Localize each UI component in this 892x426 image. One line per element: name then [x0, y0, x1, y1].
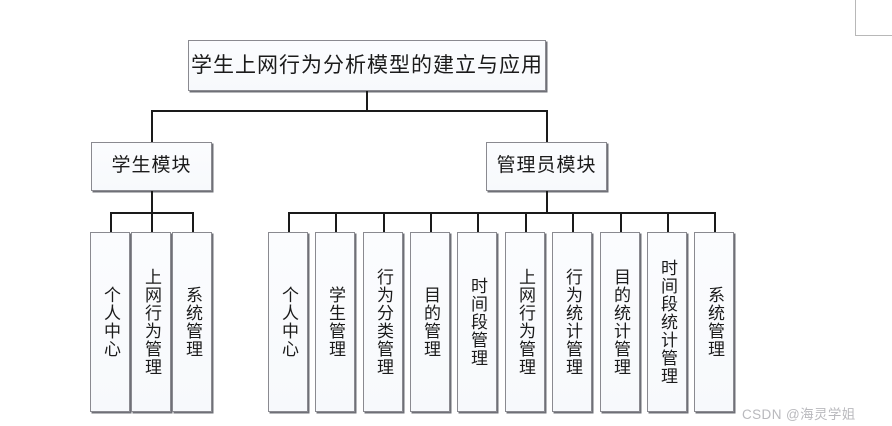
- connector-admin-leaf-drop-1: [335, 212, 337, 232]
- connector-admin-leaf-drop-0: [288, 212, 290, 232]
- connector-admin-leaf-drop-2: [383, 212, 385, 232]
- node-leaf-admin-0-label: 个人中心: [279, 286, 299, 358]
- node-leaf-admin-6[interactable]: 行为统计管理: [552, 232, 592, 412]
- node-leaf-student-0[interactable]: 个人中心: [90, 232, 130, 412]
- page-corner-marker: [855, 0, 892, 36]
- node-leaf-admin-2-label: 行为分类管理: [374, 268, 394, 376]
- node-leaf-admin-0[interactable]: 个人中心: [268, 232, 308, 412]
- node-leaf-admin-9[interactable]: 系统管理: [694, 232, 734, 412]
- node-leaf-student-1[interactable]: 上网行为管理: [131, 232, 171, 412]
- node-leaf-admin-1-label: 学生管理: [326, 286, 346, 358]
- node-leaf-admin-4[interactable]: 时间段管理: [457, 232, 497, 412]
- watermark: CSDN @海灵学姐: [742, 407, 856, 422]
- node-leaf-student-0-label: 个人中心: [101, 286, 121, 358]
- node-leaf-admin-9-label: 系统管理: [705, 286, 725, 358]
- connector-admin-drop: [546, 191, 548, 213]
- connector-admin-bus: [288, 212, 715, 214]
- node-student-module[interactable]: 学生模块: [91, 142, 212, 191]
- connector-student-leaf-drop-1: [151, 212, 153, 232]
- connector-admin-leaf-drop-4: [477, 212, 479, 232]
- connector-root-drop: [366, 91, 368, 111]
- connector-level2-drop-student: [151, 110, 153, 142]
- connector-admin-leaf-drop-8: [667, 212, 669, 232]
- connector-admin-leaf-drop-7: [620, 212, 622, 232]
- node-leaf-student-2-label: 系统管理: [183, 286, 203, 358]
- connector-student-leaf-drop-0: [110, 212, 112, 232]
- connector-level2-bus: [151, 110, 547, 112]
- node-student-module-label: 学生模块: [111, 155, 192, 177]
- node-leaf-student-2[interactable]: 系统管理: [172, 232, 212, 412]
- node-leaf-admin-7-label: 目的统计管理: [611, 268, 631, 376]
- node-leaf-admin-5[interactable]: 上网行为管理: [505, 232, 545, 412]
- node-admin-module-label: 管理员模块: [496, 155, 597, 177]
- connector-level2-drop-admin: [546, 110, 548, 142]
- connector-student-leaf-drop-2: [192, 212, 194, 232]
- node-leaf-admin-7[interactable]: 目的统计管理: [600, 232, 640, 412]
- node-leaf-admin-2[interactable]: 行为分类管理: [363, 232, 403, 412]
- node-leaf-admin-3-label: 目的管理: [421, 286, 441, 358]
- node-leaf-admin-3[interactable]: 目的管理: [410, 232, 450, 412]
- connector-student-drop: [151, 191, 153, 213]
- node-root-label: 学生上网行为分析模型的建立与应用: [191, 52, 543, 77]
- node-leaf-admin-8-label: 时间段统计管理: [658, 259, 678, 385]
- connector-admin-leaf-drop-6: [572, 212, 574, 232]
- node-leaf-student-1-label: 上网行为管理: [142, 268, 162, 376]
- node-leaf-admin-8[interactable]: 时间段统计管理: [647, 232, 687, 412]
- connector-admin-leaf-drop-3: [430, 212, 432, 232]
- node-leaf-admin-1[interactable]: 学生管理: [315, 232, 355, 412]
- node-leaf-admin-6-label: 行为统计管理: [563, 268, 583, 376]
- node-admin-module[interactable]: 管理员模块: [486, 142, 607, 191]
- node-root[interactable]: 学生上网行为分析模型的建立与应用: [188, 40, 546, 91]
- node-leaf-admin-4-label: 时间段管理: [468, 277, 488, 367]
- connector-admin-leaf-drop-9: [714, 212, 716, 232]
- connector-admin-leaf-drop-5: [525, 212, 527, 232]
- node-leaf-admin-5-label: 上网行为管理: [516, 268, 536, 376]
